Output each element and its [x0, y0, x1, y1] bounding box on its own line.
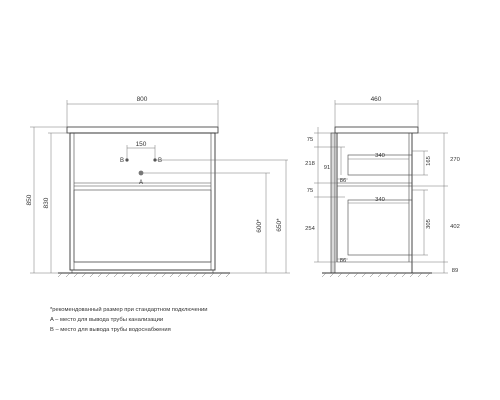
note-point-a: A – место для вывода трубы канализации: [50, 317, 164, 323]
front-body-height-label: 830: [43, 197, 50, 208]
pipe-a-point: [138, 170, 144, 176]
pipe-b-right-label: B: [158, 158, 162, 164]
pipe-a-height-label: 600*: [256, 219, 263, 233]
side-upper-drawer-height-label: 165: [426, 156, 432, 166]
front-lower-door: [73, 189, 212, 263]
front-countertop: [66, 126, 219, 134]
side-wall: [330, 132, 336, 274]
side-countertop: [334, 126, 419, 134]
side-upper-panel-label: 270: [450, 157, 460, 163]
side-upper-drawer-width-label: 340: [375, 153, 385, 159]
side-upper-section-label: 218: [305, 161, 315, 167]
side-upper-gap-label: 91: [324, 165, 330, 171]
side-view: 460 75 218 75 254 91 340 340 86 86 165 3: [305, 96, 460, 278]
side-depth-label: 460: [371, 96, 382, 103]
pipe-b-left-point: [125, 158, 129, 162]
front-total-height-label: 850: [26, 194, 33, 205]
front-width-label: 800: [137, 96, 148, 103]
side-leg-height-label: 89: [452, 268, 458, 274]
side-top-offset-label: 75: [307, 137, 313, 143]
side-mid-offset-label: 86: [340, 178, 346, 184]
note-recommended: *рекомендованный размер при стандартном …: [50, 307, 208, 313]
side-lower-section-label: 254: [305, 226, 315, 232]
notes: *рекомендованный размер при стандартном …: [50, 305, 350, 335]
pipe-b-height-label: 650*: [276, 218, 283, 232]
pipe-b-left-label: B: [120, 158, 124, 164]
side-lower-drawer-height-label: 305: [426, 219, 432, 229]
front-cabinet-body: [69, 132, 216, 271]
side-mid-gap-label: 75: [307, 188, 313, 194]
side-upper-drawer: [347, 154, 413, 176]
side-lower-drawer: [347, 199, 413, 256]
side-lower-panel-label: 402: [450, 224, 460, 230]
note-point-b: B – место для вывода трубы водоснабжения: [50, 327, 171, 333]
side-bottom-offset-label: 86: [340, 258, 346, 264]
side-lower-drawer-width-label: 340: [375, 197, 385, 203]
pipe-a-label: A: [139, 180, 143, 186]
front-view: 800 850 830 150 B B A 600* 650*: [26, 96, 290, 278]
hole-spacing-label: 150: [136, 141, 147, 148]
